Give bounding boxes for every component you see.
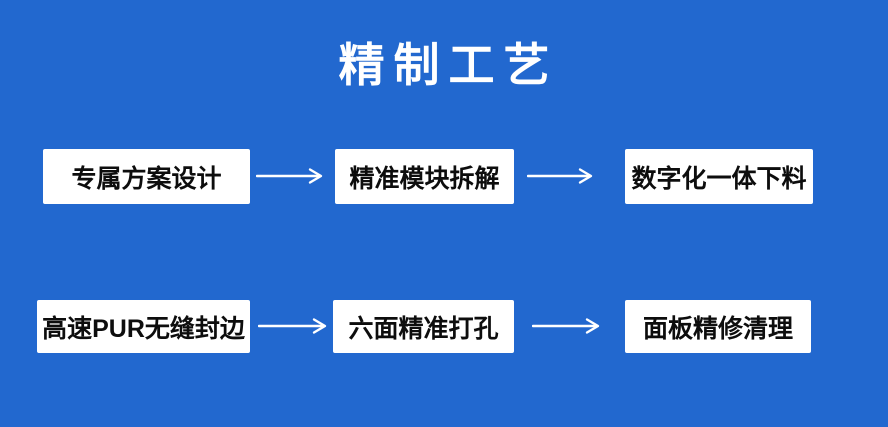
flow-step-highspeed-pur-edge-banding: 高速PUR无缝封边 [37, 300, 250, 353]
arrow-right-icon [258, 318, 327, 334]
arrow-right-icon [532, 318, 600, 334]
flow-step-exclusive-plan-design: 专属方案设计 [43, 149, 250, 204]
diagram-title: 精制工艺 [338, 39, 559, 91]
flow-step-panel-fine-finishing-cleaning: 面板精修清理 [625, 300, 811, 353]
flow-step-precise-module-disassembly: 精准模块拆解 [335, 149, 514, 204]
flow-step-digital-integrated-cutting: 数字化一体下料 [625, 149, 813, 204]
arrow-right-icon [527, 168, 593, 184]
arrow-right-icon [256, 168, 323, 184]
flow-step-six-sided-precise-drilling: 六面精准打孔 [333, 300, 514, 353]
